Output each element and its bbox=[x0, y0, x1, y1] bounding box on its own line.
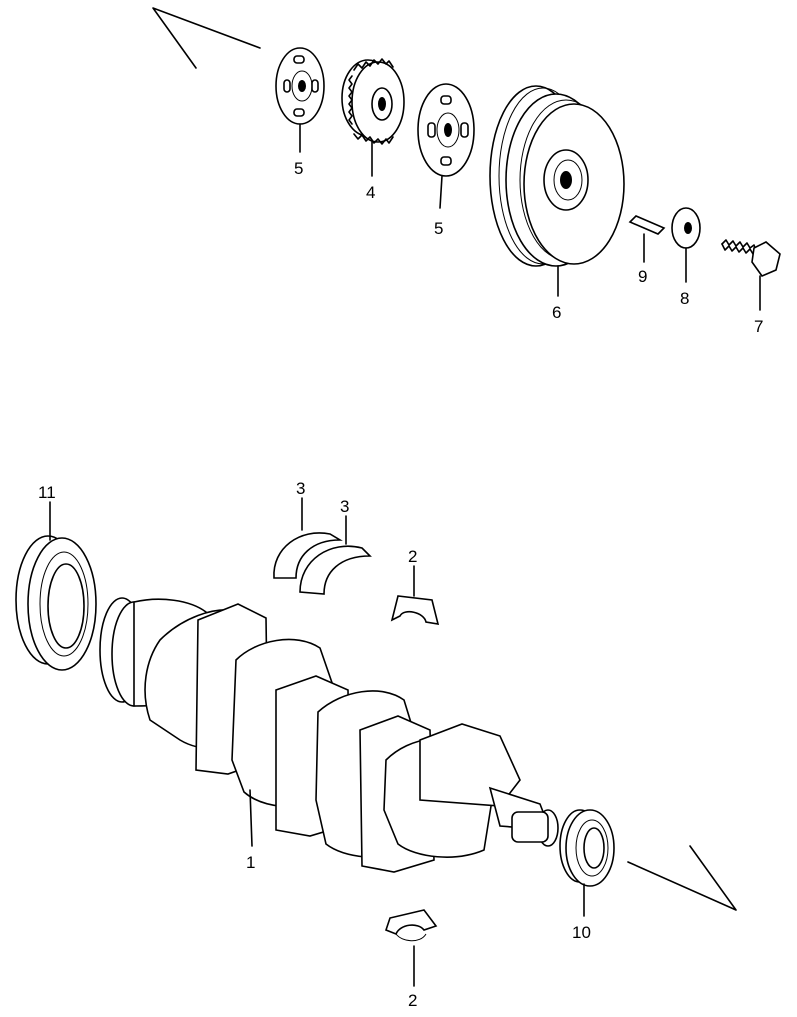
main-bearing-upper bbox=[390, 565, 440, 625]
rear-oil-seal bbox=[15, 501, 97, 671]
crankshaft-pulley bbox=[489, 85, 625, 297]
thrust-washers bbox=[273, 497, 372, 595]
pulley-guide-plate-right bbox=[417, 83, 475, 209]
callout-8: 8 bbox=[680, 289, 689, 308]
direction-arrow-bottom-right bbox=[627, 845, 737, 911]
callout-2-upper: 2 bbox=[408, 547, 417, 566]
pulley-guide-plate-left bbox=[275, 47, 325, 153]
callout-9: 9 bbox=[638, 267, 647, 286]
callout-6: 6 bbox=[552, 303, 561, 322]
pulley-bolt bbox=[721, 239, 781, 311]
callout-3-left: 3 bbox=[296, 479, 305, 498]
callout-10: 10 bbox=[572, 923, 591, 942]
callout-4: 4 bbox=[366, 183, 375, 202]
timing-belt-pulley bbox=[341, 58, 405, 177]
callout-5-left: 5 bbox=[294, 159, 303, 178]
callout-2-lower: 2 bbox=[408, 991, 417, 1010]
pulley-key bbox=[628, 215, 666, 263]
pulley-washer bbox=[671, 207, 701, 283]
callout-5-right: 5 bbox=[434, 219, 443, 238]
callout-11: 11 bbox=[38, 483, 56, 502]
crankshaft bbox=[99, 597, 559, 873]
main-bearing-lower bbox=[385, 909, 438, 987]
direction-arrow-top-left bbox=[152, 7, 261, 69]
front-oil-seal bbox=[559, 809, 615, 917]
callout-1: 1 bbox=[246, 853, 255, 872]
callout-3-right: 3 bbox=[340, 497, 349, 516]
callout-7: 7 bbox=[754, 317, 763, 336]
